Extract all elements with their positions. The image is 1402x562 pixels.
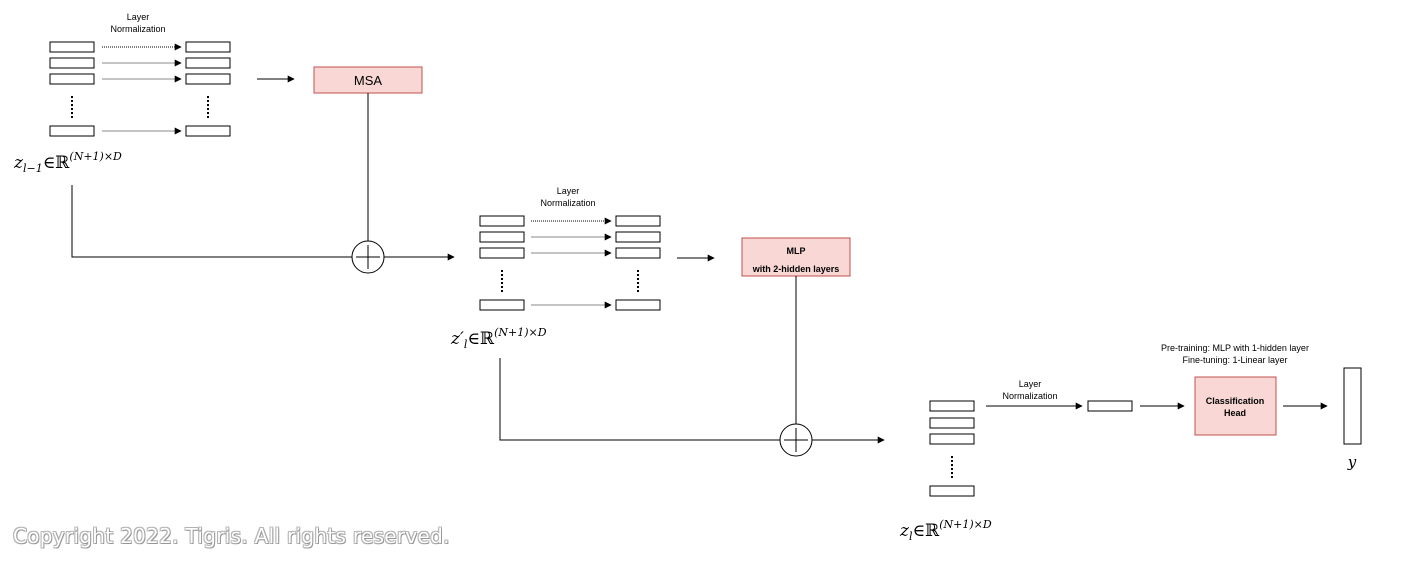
token-box bbox=[479, 299, 525, 311]
stage1: Layer Normalization MSA zl−1∈ℝ(N+1)× bbox=[13, 12, 455, 274]
stage1-input-notation: zl−1∈ℝ(N+1)×D bbox=[13, 150, 122, 175]
stage1-norm-label-2: Normalization bbox=[110, 24, 165, 34]
msa-label: MSA bbox=[354, 73, 383, 88]
token-box bbox=[49, 41, 95, 53]
token-box bbox=[479, 231, 525, 243]
token-box bbox=[929, 433, 975, 445]
head-note-2: Fine-tuning: 1-Linear layer bbox=[1182, 355, 1287, 365]
token-box bbox=[615, 215, 661, 227]
token-box bbox=[49, 73, 95, 85]
token-box bbox=[185, 41, 231, 53]
token-box bbox=[185, 125, 231, 137]
stage1-token-stack-left bbox=[49, 41, 95, 137]
token-box bbox=[615, 231, 661, 243]
head-note-1: Pre-training: MLP with 1-hidden layer bbox=[1161, 343, 1309, 353]
token-box bbox=[929, 400, 975, 412]
mlp-label-1: MLP bbox=[787, 246, 806, 256]
stage1-input-sub: l−1 bbox=[23, 162, 43, 175]
token-box bbox=[49, 125, 95, 137]
stage2-norm-label-1: Layer bbox=[557, 186, 580, 196]
stage1-residual-line bbox=[71, 185, 352, 258]
stage2-input-var: z′ bbox=[450, 329, 464, 349]
stage1-input-set: ∈ℝ bbox=[43, 153, 71, 173]
stage1-input-var: z bbox=[13, 153, 24, 173]
stage1-add-node bbox=[351, 240, 385, 274]
classification-head-border bbox=[1194, 376, 1277, 436]
token-box bbox=[479, 215, 525, 227]
stage2-add-node bbox=[779, 423, 813, 457]
mlp-block bbox=[742, 238, 850, 276]
stage3-input-var: z bbox=[899, 521, 910, 541]
stage2: Layer Normalization MLP with 2-hidden la… bbox=[450, 186, 885, 457]
token-box bbox=[49, 57, 95, 69]
stage2-input-sup: (N+1)×D bbox=[494, 326, 547, 339]
output-label: y bbox=[1347, 453, 1357, 471]
token-box bbox=[185, 57, 231, 69]
stage2-residual-line bbox=[499, 358, 780, 441]
stage1-norm-label-1: Layer bbox=[127, 12, 150, 22]
token-box bbox=[185, 73, 231, 85]
stage2-input-sub: l bbox=[464, 338, 468, 351]
output-vector bbox=[1343, 367, 1362, 445]
stage3-input-set: ∈ℝ bbox=[913, 521, 941, 541]
copyright-watermark: Copyright 2022. Tigris. All rights reser… bbox=[13, 524, 450, 548]
classification-head-block bbox=[1195, 377, 1276, 435]
token-box bbox=[615, 247, 661, 259]
stage3-token-stack bbox=[929, 400, 975, 497]
stage3-input-sub: l bbox=[909, 530, 913, 543]
head-label-1: Classification bbox=[1206, 396, 1265, 406]
stage2-norm-arrows bbox=[531, 217, 612, 309]
stage1-norm-arrows bbox=[102, 43, 182, 135]
stage2-input-set: ∈ℝ bbox=[467, 329, 495, 349]
stage2-token-stack-left bbox=[479, 215, 525, 311]
token-box bbox=[615, 299, 661, 311]
stage3-input-sup: (N+1)×D bbox=[939, 518, 992, 531]
stage2-token-stack-right bbox=[615, 215, 661, 311]
stage2-norm-label-2: Normalization bbox=[540, 198, 595, 208]
msa-block bbox=[314, 67, 422, 93]
stage3-norm-label-2: Normalization bbox=[1002, 391, 1057, 401]
stage2-input-notation: z′l∈ℝ(N+1)×D bbox=[450, 326, 547, 351]
stage3: Layer Normalization Pre-training: MLP wi… bbox=[899, 343, 1362, 543]
cls-token-box bbox=[1087, 400, 1133, 412]
token-box bbox=[929, 417, 975, 429]
stage1-input-sup: (N+1)×D bbox=[69, 150, 122, 163]
stage1-token-stack-right bbox=[185, 41, 231, 137]
mlp-label-2: with 2-hidden layers bbox=[752, 264, 840, 274]
token-box bbox=[929, 485, 975, 497]
stage3-input-notation: zl∈ℝ(N+1)×D bbox=[899, 518, 992, 543]
head-label-2: Head bbox=[1224, 408, 1246, 418]
token-box bbox=[479, 247, 525, 259]
stage3-norm-label-1: Layer bbox=[1019, 379, 1042, 389]
